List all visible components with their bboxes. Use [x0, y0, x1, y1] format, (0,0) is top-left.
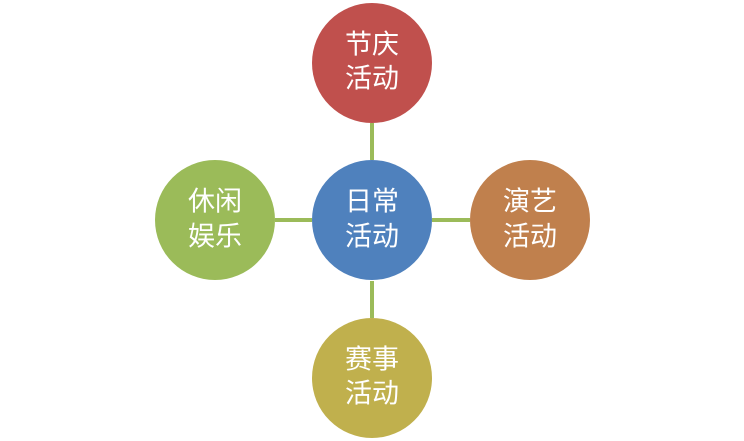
node-top-label-line2: 活动 [345, 64, 399, 95]
node-bottom-circle [312, 318, 432, 438]
node-center-circle [312, 160, 432, 280]
node-center-label-line1: 日常 [345, 187, 399, 218]
node-left: 休闲 娱乐 [155, 160, 275, 280]
node-top-circle [312, 3, 432, 123]
node-center: 日常 活动 [312, 160, 432, 280]
node-right-circle [470, 160, 590, 280]
node-bottom-label-line2: 活动 [345, 379, 399, 410]
node-left-label-line2: 娱乐 [188, 222, 242, 253]
node-right: 演艺 活动 [470, 160, 590, 280]
node-center-label-line2: 活动 [345, 222, 399, 253]
node-left-label-line1: 休闲 [188, 187, 242, 218]
node-bottom: 赛事 活动 [312, 318, 432, 438]
node-top-label-line1: 节庆 [345, 30, 399, 61]
node-left-circle [155, 160, 275, 280]
node-right-label-line2: 活动 [503, 222, 557, 253]
connectors [275, 123, 470, 318]
node-bottom-label-line1: 赛事 [345, 345, 399, 376]
node-right-label-line1: 演艺 [503, 187, 557, 218]
node-top: 节庆 活动 [312, 3, 432, 123]
